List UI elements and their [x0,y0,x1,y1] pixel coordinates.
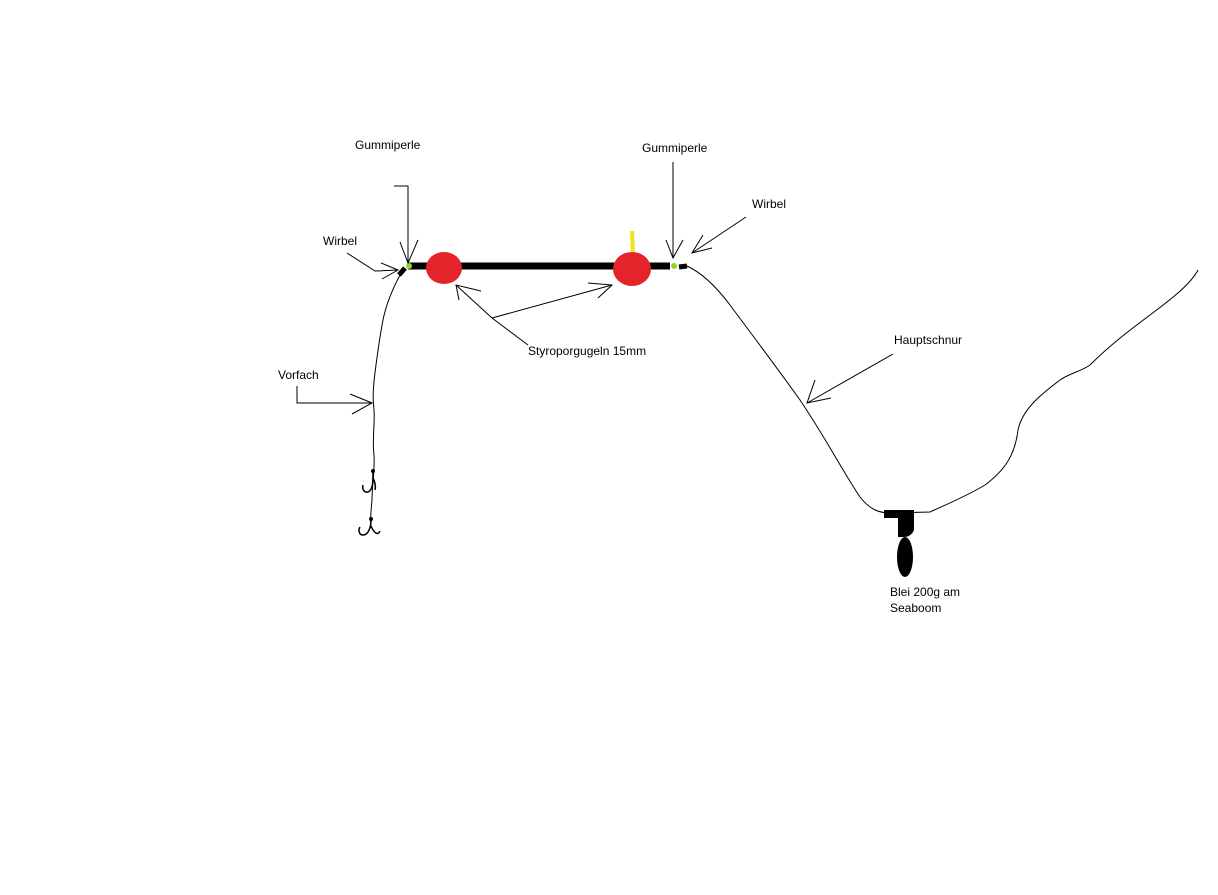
arrow-styropor-left [455,284,493,319]
arrow-wirbel-right [690,216,747,254]
arrow-gummiperle-right [665,162,684,260]
label-blei-line1: Blei 200g am [890,585,961,599]
hook-upper [362,471,377,493]
hook-eye-upper [371,469,375,473]
label-hauptschnur: Hauptschnur [894,333,963,347]
arrow-vorfach [296,386,374,415]
lead-weight [897,537,913,577]
leader-line [370,274,401,529]
arrow-styropor-leader [491,317,529,346]
main-line [686,265,1199,514]
label-wirbel-left: Wirbel [323,234,358,248]
label-vorfach: Vorfach [278,368,319,382]
rubber-bead-right [671,263,677,269]
styropor-bead-left [426,252,462,284]
label-gummiperle-left: Gummiperle [355,138,421,152]
marker-stick [630,230,635,253]
hook-lower [358,519,381,536]
label-gummiperle-right: Gummiperle [642,141,708,155]
seaboom-body [898,514,914,537]
swivel-left [397,266,407,277]
styropor-bead-right [613,252,651,286]
label-wirbel-right: Wirbel [752,197,787,211]
label-styropor: Styroporgugeln 15mm [528,344,647,358]
hook-eye-lower [369,517,373,521]
arrow-wirbel-left [346,252,400,280]
swivel-right [678,263,688,270]
arrow-gummiperle-left [394,185,419,265]
arrow-styropor-right [491,282,614,319]
rubber-bead-left [406,263,412,269]
label-blei-line2: Seaboom [890,601,942,615]
arrow-hauptschnur [806,353,894,404]
